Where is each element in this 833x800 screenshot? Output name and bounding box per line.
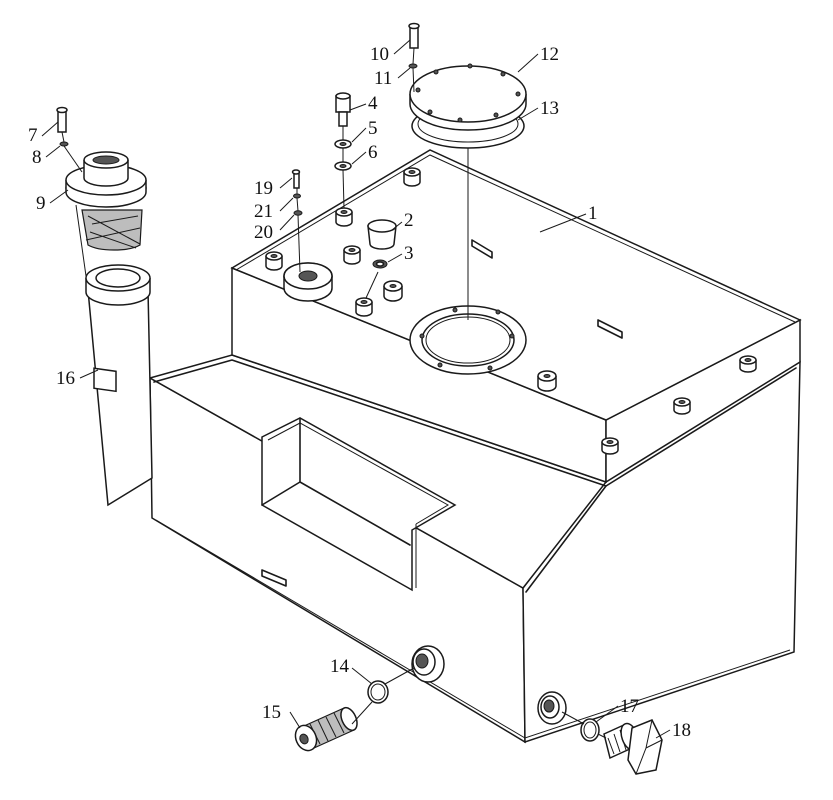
bolt-4: [335, 92, 351, 127]
cover-12: [409, 63, 527, 131]
bolt-7: [56, 106, 68, 133]
cap-2: [367, 219, 397, 250]
washer-11: [408, 63, 418, 69]
callout-2: 2: [404, 210, 414, 231]
side-port-front: [411, 645, 445, 683]
callout-1: 1: [588, 203, 598, 224]
screw-19: [291, 169, 301, 189]
strainer-cap: [65, 151, 147, 251]
callout-7: 7: [28, 125, 38, 146]
callout-4: 4: [368, 93, 378, 114]
callout-6: 6: [368, 142, 378, 163]
callout-21: 21: [254, 201, 273, 222]
callout-9: 9: [36, 193, 46, 214]
tank-body: [148, 149, 802, 744]
callout-16: 16: [56, 368, 75, 389]
callout-leaders: [41, 39, 671, 739]
callout-3: 3: [404, 243, 414, 264]
callout-11: 11: [374, 68, 392, 89]
callout-13: 13: [540, 98, 559, 119]
callout-labels: 1 2 3 4 5 6 7 8 9 10 11 12 13 14 15 16 1…: [28, 44, 691, 741]
drain-plug-18: [603, 719, 663, 775]
callout-14: 14: [330, 656, 350, 677]
callout-17: 17: [620, 696, 639, 717]
callout-10: 10: [370, 44, 389, 65]
callout-8: 8: [32, 147, 42, 168]
filler-neck: [85, 264, 153, 507]
callout-18: 18: [672, 720, 691, 741]
callout-20: 20: [254, 222, 273, 243]
mounting-bosses: [265, 167, 757, 455]
callout-15: 15: [262, 702, 281, 723]
washer-21: [293, 193, 301, 199]
callout-12: 12: [540, 44, 559, 65]
callout-19: 19: [254, 178, 273, 199]
assembly-axis-lines: [61, 47, 607, 739]
washer-8: [59, 141, 69, 147]
callout-5: 5: [368, 118, 378, 139]
washer-20: [293, 210, 303, 216]
filter-15: [294, 706, 358, 752]
bolt-10: [408, 22, 420, 49]
side-port-end: [537, 691, 567, 725]
